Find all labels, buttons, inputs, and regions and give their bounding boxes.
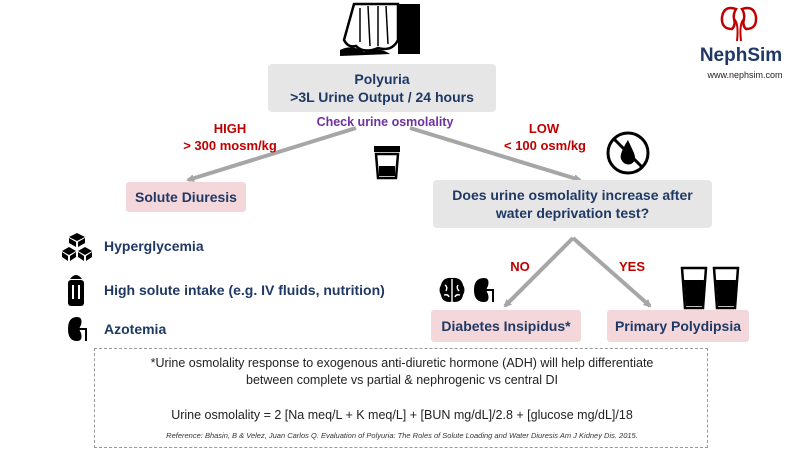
nephsim-logo-name: NephSim (699, 45, 783, 66)
question-line-2: water deprivation test? (495, 205, 650, 221)
nephsim-logo-url: www.nephsim.com (707, 70, 783, 80)
kidney-icon (66, 316, 88, 342)
reference-text: Reference: Bhasin, B & Velez, Juan Carlo… (166, 431, 638, 440)
no-water-icon (605, 130, 651, 176)
kidney-icon-di (472, 276, 494, 304)
cause-azotemia: Azotemia (104, 321, 167, 337)
arrow-to-di (503, 236, 575, 308)
osmolality-formula: Urine osmolality = 2 [Na meq/L + K meq/L… (171, 408, 633, 422)
check-osmolality-label: Check urine osmolality (316, 115, 454, 129)
solute-diuresis-box: Solute Diuresis (126, 182, 246, 212)
low-label: LOW (528, 121, 560, 136)
footnote-box: *Urine osmolality response to exogenous … (94, 348, 708, 448)
primary-polydipsia-box: Primary Polydipsia (607, 310, 749, 342)
diabetes-insipidus-box: Diabetes Insipidus* (431, 310, 581, 342)
high-value: > 300 mosm/kg (183, 138, 277, 153)
polyuria-box: Polyuria >3L Urine Output / 24 hours (268, 64, 496, 112)
glasses-of-water-icon (680, 266, 740, 310)
high-label: HIGH (213, 121, 247, 136)
question-line-1: Does urine osmolality increase after (452, 187, 693, 203)
polyuria-definition: >3L Urine Output / 24 hours (290, 89, 474, 105)
cubes-icon (61, 232, 93, 262)
brain-icon (437, 275, 467, 305)
arrow-to-pp (571, 236, 652, 308)
arrow-to-question (409, 126, 582, 183)
no-label: NO (510, 259, 530, 274)
footnote-line-1: *Urine osmolality response to exogenous … (150, 356, 654, 370)
arrow-to-solute (186, 126, 357, 183)
low-value: < 100 osm/kg (503, 138, 587, 153)
nephsim-logo-icon (718, 5, 760, 43)
salt-shaker-icon (66, 271, 86, 307)
urine-cup-icon (372, 144, 402, 180)
water-deprivation-question-box: Does urine osmolality increase after wat… (433, 180, 712, 228)
footnote-line-2: between complete vs partial & nephrogeni… (246, 373, 558, 387)
cause-high-solute-intake: High solute intake (e.g. IV fluids, nutr… (104, 282, 385, 298)
polyuria-title: Polyuria (354, 71, 410, 87)
yes-label: YES (618, 259, 645, 274)
waterfall-icon (334, 0, 424, 58)
cause-hyperglycemia: Hyperglycemia (104, 238, 204, 254)
